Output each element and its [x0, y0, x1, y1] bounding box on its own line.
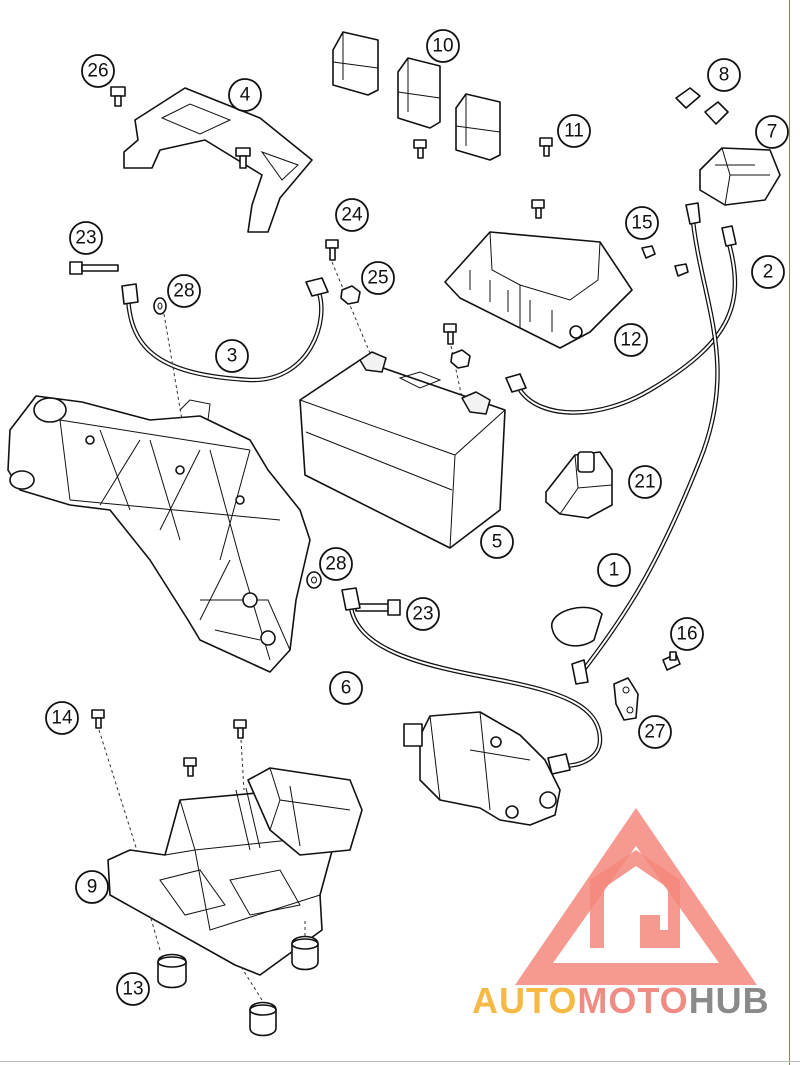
- part-4-bracket: [123, 87, 313, 233]
- svg-text:12: 12: [620, 330, 641, 351]
- part-16-bolt: [662, 651, 681, 671]
- svg-text:16: 16: [676, 624, 697, 645]
- callout-15: 15: [625, 206, 659, 240]
- callout-7: 7: [755, 115, 789, 149]
- callout-9: 9: [75, 870, 109, 904]
- callout-16: 16: [670, 617, 704, 651]
- svg-text:10: 10: [432, 36, 453, 57]
- callout-24: 24: [335, 198, 369, 232]
- part-starter-motor: [403, 711, 561, 826]
- part-frame: [7, 395, 311, 673]
- svg-text:21: 21: [634, 472, 655, 493]
- page-edge-line: [789, 0, 790, 1065]
- part-14-bolts: [91, 709, 247, 861]
- svg-text:28: 28: [173, 281, 194, 302]
- callout-12: 12: [614, 323, 648, 357]
- callout-10: 10: [426, 29, 460, 63]
- watermark-wordmark: AUTOMOTOHUB: [472, 983, 770, 1019]
- svg-text:7: 7: [767, 122, 778, 143]
- callout-13: 13: [116, 972, 150, 1006]
- svg-text:25: 25: [367, 268, 388, 289]
- svg-text:23: 23: [75, 228, 96, 249]
- part-9-battery-tray: [107, 767, 363, 976]
- svg-text:24: 24: [341, 205, 363, 226]
- callout-26: 26: [81, 54, 115, 88]
- svg-text:28: 28: [325, 554, 346, 575]
- callout-4: 4: [228, 78, 262, 112]
- part-15-screws: [641, 245, 689, 277]
- svg-text:14: 14: [51, 708, 73, 729]
- part-6-cable: [341, 587, 603, 775]
- part-28-washer-mid: [306, 571, 322, 589]
- callout-6: 6: [329, 671, 363, 705]
- svg-text:1: 1: [609, 560, 620, 581]
- callout-11: 11: [557, 114, 591, 148]
- svg-text:26: 26: [87, 61, 108, 82]
- part-13-rubber-feet: [149, 914, 319, 1037]
- svg-text:6: 6: [341, 678, 352, 699]
- svg-text:2: 2: [763, 262, 774, 283]
- callout-23-top: 23: [69, 221, 103, 255]
- svg-text:15: 15: [631, 213, 652, 234]
- svg-text:3: 3: [227, 346, 238, 367]
- svg-text:27: 27: [644, 722, 665, 743]
- bottom-rule: [0, 1061, 800, 1062]
- callout-5: 5: [480, 525, 514, 559]
- watermark-triangle-logo: [515, 808, 757, 985]
- svg-text:4: 4: [240, 85, 251, 106]
- callout-8: 8: [707, 58, 741, 92]
- watermark-hub: HUB: [688, 980, 770, 1021]
- part-11-screws: [413, 137, 553, 159]
- watermark-auto: AUTO: [472, 980, 578, 1021]
- svg-text:9: 9: [87, 877, 98, 898]
- part-8-fuses: [675, 87, 729, 125]
- callout-27: 27: [638, 715, 672, 749]
- part-3-cable: [121, 277, 329, 383]
- part-12-battery-holder: [444, 199, 633, 349]
- part-1-cable: [551, 202, 720, 685]
- part-28-washer-top: [153, 297, 183, 421]
- part-27-bracket: [613, 677, 639, 721]
- part-26-bolt: [110, 86, 126, 107]
- callout-14: 14: [45, 701, 79, 735]
- callout-1: 1: [597, 553, 631, 587]
- part-21-terminal-cover: [545, 451, 613, 519]
- callout-28-mid: 28: [319, 547, 353, 581]
- part-2-cable: [505, 225, 738, 415]
- part-23-bolt-top: [69, 261, 119, 275]
- callout-23-mid: 23: [406, 597, 440, 631]
- callout-28-top: 28: [167, 274, 201, 308]
- callout-21: 21: [628, 465, 662, 499]
- part-7-fuse-box: [699, 147, 781, 206]
- part-10-relays: [332, 31, 501, 161]
- callout-25: 25: [361, 261, 395, 295]
- part-23-bolt-mid: [355, 599, 401, 616]
- svg-text:8: 8: [719, 65, 730, 86]
- part-5-battery: [299, 351, 506, 549]
- svg-text:5: 5: [492, 532, 503, 553]
- svg-text:11: 11: [564, 121, 584, 142]
- svg-text:13: 13: [122, 979, 143, 1000]
- watermark-moto: MOTO: [577, 980, 689, 1021]
- callout-2: 2: [751, 255, 785, 289]
- callout-3: 3: [215, 339, 249, 373]
- svg-text:23: 23: [412, 604, 433, 625]
- part-25-nut: [340, 285, 471, 369]
